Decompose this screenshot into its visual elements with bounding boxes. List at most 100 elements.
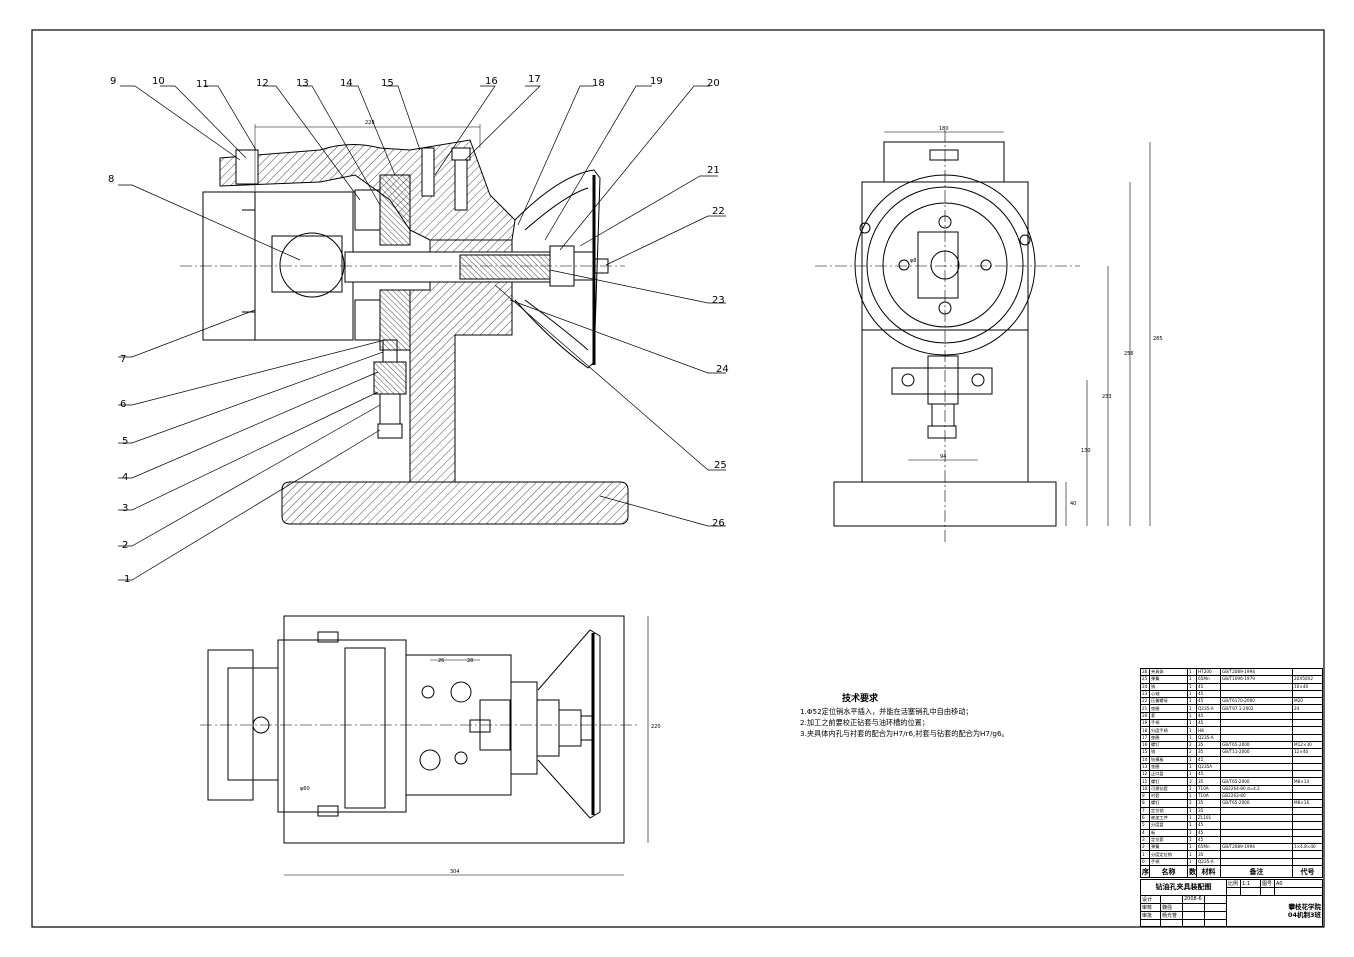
bom-cell (1292, 770, 1323, 779)
bom-cell: 套 (1149, 711, 1188, 721)
bom-cell: 分度手柄 (1149, 726, 1188, 735)
leader-label: 21 (707, 165, 720, 176)
bom-cell (1220, 689, 1293, 699)
bom-cell: 1 (1187, 667, 1197, 677)
bom-cell: 垫圈 (1149, 704, 1188, 713)
bom-cell: 1 (1187, 697, 1197, 706)
bom-cell: GB/T65-2000 (1220, 777, 1293, 786)
bom-cell: 6 (1140, 813, 1150, 823)
bom-cell: 3 (1187, 777, 1197, 786)
bom-cell: M12×30 (1292, 740, 1323, 750)
bom-cell: 1 (1187, 704, 1197, 713)
check-label: 审核 (1140, 902, 1161, 912)
bom-cell: GB/T97.1-2002 (1220, 704, 1293, 713)
bom-cell: 24 (1140, 682, 1150, 691)
bom-cell: 1 (1187, 821, 1197, 830)
bom-cell: 垫圈 (1149, 733, 1188, 742)
dimension-text: 233 (1102, 394, 1112, 400)
side-dimension-labels: 180 285 256 233 130 40 94 φ8 (910, 126, 1163, 507)
note-line: 3.夹具体内孔与衬套的配合为H7/r6,衬套与钻套的配合为H7/g6。 (800, 729, 1009, 738)
bom-cell (1220, 850, 1293, 859)
bom-cell: 夹具体 (1149, 667, 1188, 677)
leader-label: 6 (120, 399, 126, 410)
bom-cell (1292, 667, 1323, 677)
bom-cell: 13 (1140, 762, 1150, 772)
bom-cell: Q235-A (1196, 857, 1221, 867)
bom-cell: 1 (1187, 784, 1197, 794)
leader-label: 22 (712, 206, 725, 217)
bom-cell (1220, 770, 1293, 779)
approve-label: 审批 (1140, 910, 1161, 920)
bom-cell: 45 (1196, 682, 1221, 691)
bom-cell: 弹簧 (1149, 675, 1188, 684)
bom-cell: 1 (1187, 828, 1197, 837)
bom-cell: 22 (1140, 697, 1150, 706)
bom-cell: 1 (1187, 850, 1197, 859)
bom-cell: 销 (1149, 748, 1188, 757)
bom-cell (1292, 755, 1323, 764)
leader-label: 23 (712, 295, 725, 306)
bom-cell: 1 (1187, 689, 1197, 699)
bom-header-cell: 名称 (1149, 865, 1188, 879)
dimension-text: 220 (651, 724, 661, 730)
bom-cell: 衬套 (1149, 792, 1188, 801)
bom-cell: M20 (1292, 697, 1323, 706)
bom-cell: 16 (1140, 740, 1150, 750)
scale-label: 比例 (1226, 879, 1241, 888)
bom-cell (1292, 850, 1323, 859)
bom-cell (1220, 733, 1293, 742)
bom-cell: 18 (1140, 726, 1150, 735)
bom-cell (1292, 806, 1323, 815)
bom-cell: 螺钉 (1149, 740, 1188, 750)
bom-cell: 弹簧 (1149, 843, 1188, 852)
bom-cell: 20X50X2 (1292, 675, 1323, 684)
bom-cell: 25 (1140, 675, 1150, 684)
bom-cell: 1 (1187, 675, 1197, 684)
bom-cell: 45 (1196, 821, 1221, 830)
bom-header-cell: 代号 (1292, 865, 1323, 879)
bom-cell: M8×14 (1292, 777, 1323, 786)
bom-cell: 2 (1187, 799, 1197, 808)
bom-cell: 21 (1140, 704, 1150, 713)
bom-cell: 45 (1196, 755, 1221, 764)
bom-cell: 1 (1187, 835, 1197, 845)
bom-header-cell: 备注 (1220, 865, 1293, 879)
leader-label: 3 (122, 503, 128, 514)
bom-cell: 45 (1196, 719, 1221, 728)
bom-cell: 1 (1187, 857, 1197, 867)
bom-cell (1220, 762, 1293, 772)
date: 2008-6 (1182, 894, 1205, 904)
bom-cell: HT200 (1196, 667, 1221, 677)
bom-cell: 手柄 (1149, 857, 1188, 867)
dimension-text: 256 (1124, 351, 1134, 357)
bom-cell: 板 (1149, 828, 1188, 837)
bom-cell: 心轴 (1149, 689, 1188, 699)
bom-cell: 20 (1140, 711, 1150, 721)
bom-cell: 1 (1187, 733, 1197, 742)
bom-cell: 1×4.8×40 (1292, 843, 1323, 852)
dimension-text: 130 (1081, 448, 1091, 454)
bom-cell: 销 (1149, 682, 1188, 691)
bom-cell: 螺钉 (1149, 777, 1188, 786)
dimension-text: 285 (1153, 336, 1163, 342)
bom-cell (1220, 821, 1293, 830)
bom-cell: 2 (1140, 843, 1150, 852)
bom-cell: 8 (1140, 799, 1150, 808)
bom-cell: 定位套 (1149, 835, 1188, 845)
bom-cell: 1 (1187, 682, 1197, 691)
bom-header: 序号名称数量材料备注代号 (1140, 865, 1323, 879)
